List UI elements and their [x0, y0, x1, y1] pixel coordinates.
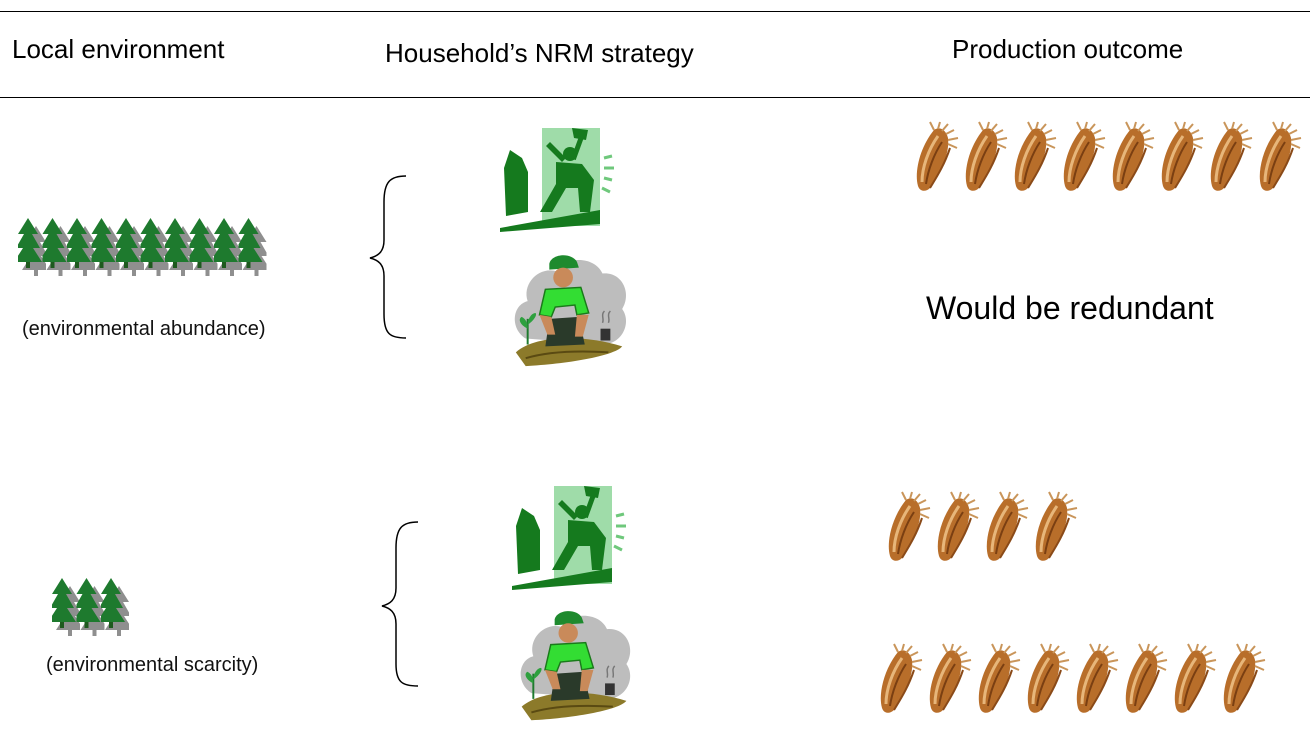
- logger-icon: [500, 124, 630, 232]
- caption-environmental-abundance: (environmental abundance): [22, 318, 266, 340]
- logger-icon: [512, 482, 642, 590]
- corn-icon: [1062, 120, 1107, 193]
- corn-icon: [1160, 120, 1205, 193]
- forest-scarcity: [52, 576, 142, 642]
- corn-icon: [936, 490, 981, 563]
- header-local-environment: Local environment: [12, 34, 225, 64]
- header-production-outcome: Production outcome: [952, 34, 1184, 64]
- tree-row-icon: [18, 218, 267, 276]
- brace-icon: [378, 518, 422, 690]
- corn-row-scarcity-second: [874, 642, 1274, 720]
- corn-icon: [964, 120, 1009, 193]
- corn-icon: [985, 490, 1030, 563]
- corn-icon: [977, 642, 1022, 715]
- corn-icon: [1026, 642, 1071, 715]
- corn-row-abundance: [910, 120, 1310, 198]
- corn-icon: [1034, 490, 1079, 563]
- top-rule: [0, 11, 1310, 12]
- corn-icon: [1258, 120, 1303, 193]
- brace-icon: [366, 172, 410, 342]
- forest-abundance: [18, 216, 278, 282]
- corn-icon: [928, 642, 973, 715]
- corn-icon: [1222, 642, 1267, 715]
- tree-planter-icon: [512, 604, 638, 724]
- corn-icon: [1013, 120, 1058, 193]
- caption-environmental-scarcity: (environmental scarcity): [46, 654, 259, 676]
- corn-icon: [1124, 642, 1169, 715]
- corn-icon: [1111, 120, 1156, 193]
- header-bottom-rule: [0, 97, 1310, 98]
- corn-icon: [1173, 642, 1218, 715]
- corn-row-scarcity-first: [882, 490, 1102, 568]
- corn-icon: [879, 642, 924, 715]
- tree-planter-icon: [506, 248, 634, 370]
- text-would-be-redundant: Would be redundant: [926, 290, 1214, 326]
- corn-icon: [1209, 120, 1254, 193]
- corn-icon: [887, 490, 932, 563]
- corn-icon: [1075, 642, 1120, 715]
- header-nrm-strategy: Household’s NRM strategy: [385, 38, 694, 68]
- corn-icon: [915, 120, 960, 193]
